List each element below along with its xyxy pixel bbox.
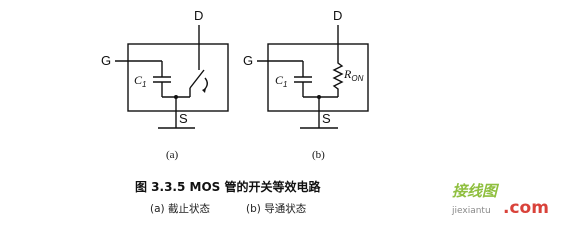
- mosfet-enclosure-a: [127, 43, 229, 112]
- resistor-zigzag-b: [332, 60, 344, 97]
- source-label-a: S: [179, 111, 188, 126]
- panel-label-a: (a): [166, 149, 179, 161]
- gate-label-a: G: [101, 53, 111, 68]
- figure-caption-subtitle-a: (a) 截止状态: [150, 202, 210, 215]
- source-label-b: S: [322, 111, 331, 126]
- switch-blade-a: [189, 69, 205, 89]
- watermark-chinese: 接线图: [452, 182, 500, 200]
- capacitor-label-b: C1: [275, 73, 287, 89]
- watermark-domain: jiexiantu: [451, 206, 491, 216]
- watermark-logo: 接线图 .com jiexiantu: [451, 182, 549, 218]
- figure-caption-title: 图 3.3.5 MOS 管的开关等效电路: [135, 179, 321, 194]
- diagram-b: D G C1 RON S (b): [243, 8, 369, 161]
- gate-label-b: G: [243, 53, 253, 68]
- figure-caption-subtitle-b: (b) 导通状态: [246, 202, 307, 215]
- resistor-label-b: RON: [343, 67, 364, 83]
- drain-label-a: D: [194, 8, 203, 23]
- drain-label-b: D: [333, 8, 342, 23]
- mosfet-enclosure-b: [267, 43, 369, 112]
- watermark-suffix: .com: [503, 198, 549, 218]
- capacitor-label-a: C1: [134, 73, 146, 89]
- switch-arrow-head-a: [202, 88, 206, 93]
- diagram-a: D G C1 S (a): [101, 8, 229, 161]
- panel-label-b: (b): [312, 149, 325, 161]
- figure-canvas: D G C1 S (a) D G: [101, 8, 549, 218]
